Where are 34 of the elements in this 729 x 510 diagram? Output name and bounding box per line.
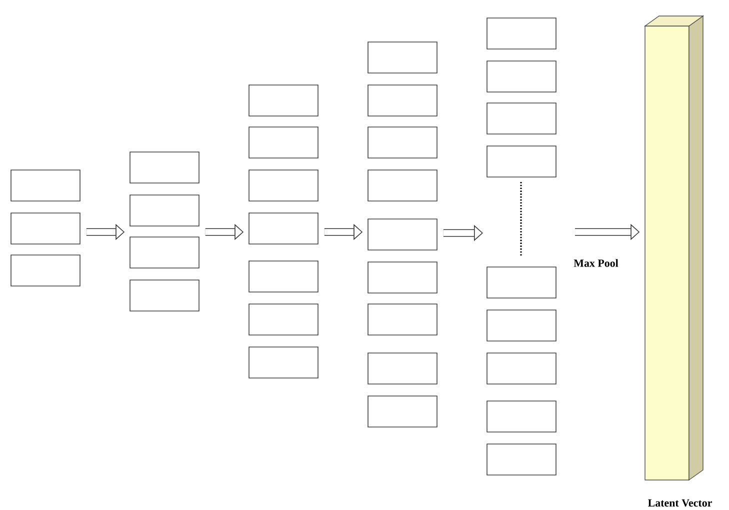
- empty-box: [486, 400, 556, 432]
- empty-box: [248, 346, 318, 378]
- empty-box: [248, 170, 318, 202]
- empty-box: [248, 212, 318, 244]
- empty-box: [368, 396, 438, 428]
- empty-box: [486, 146, 556, 178]
- empty-box: [368, 218, 438, 250]
- empty-box: [486, 266, 556, 298]
- empty-box: [368, 170, 438, 202]
- edge-label: Max Pool: [572, 258, 620, 268]
- empty-box: [248, 304, 318, 336]
- empty-box: [368, 126, 438, 158]
- empty-box: [130, 280, 200, 312]
- empty-box: [486, 310, 556, 342]
- empty-box: [130, 236, 200, 268]
- empty-box: [486, 60, 556, 92]
- empty-box: [248, 260, 318, 292]
- empty-box: [10, 170, 80, 202]
- empty-box: [486, 352, 556, 384]
- empty-box: [486, 102, 556, 134]
- empty-box: [368, 262, 438, 294]
- empty-box: [368, 304, 438, 336]
- empty-box: [10, 254, 80, 286]
- empty-box: [486, 18, 556, 50]
- empty-box: [248, 84, 318, 116]
- empty-box: [130, 152, 200, 184]
- empty-box: [248, 126, 318, 158]
- empty-box: [130, 194, 200, 226]
- node-label: Latent Vector: [648, 499, 712, 507]
- empty-box: [368, 352, 438, 384]
- empty-box: [486, 444, 556, 476]
- empty-box: [10, 212, 80, 244]
- empty-box: [368, 84, 438, 116]
- empty-box: [368, 42, 438, 74]
